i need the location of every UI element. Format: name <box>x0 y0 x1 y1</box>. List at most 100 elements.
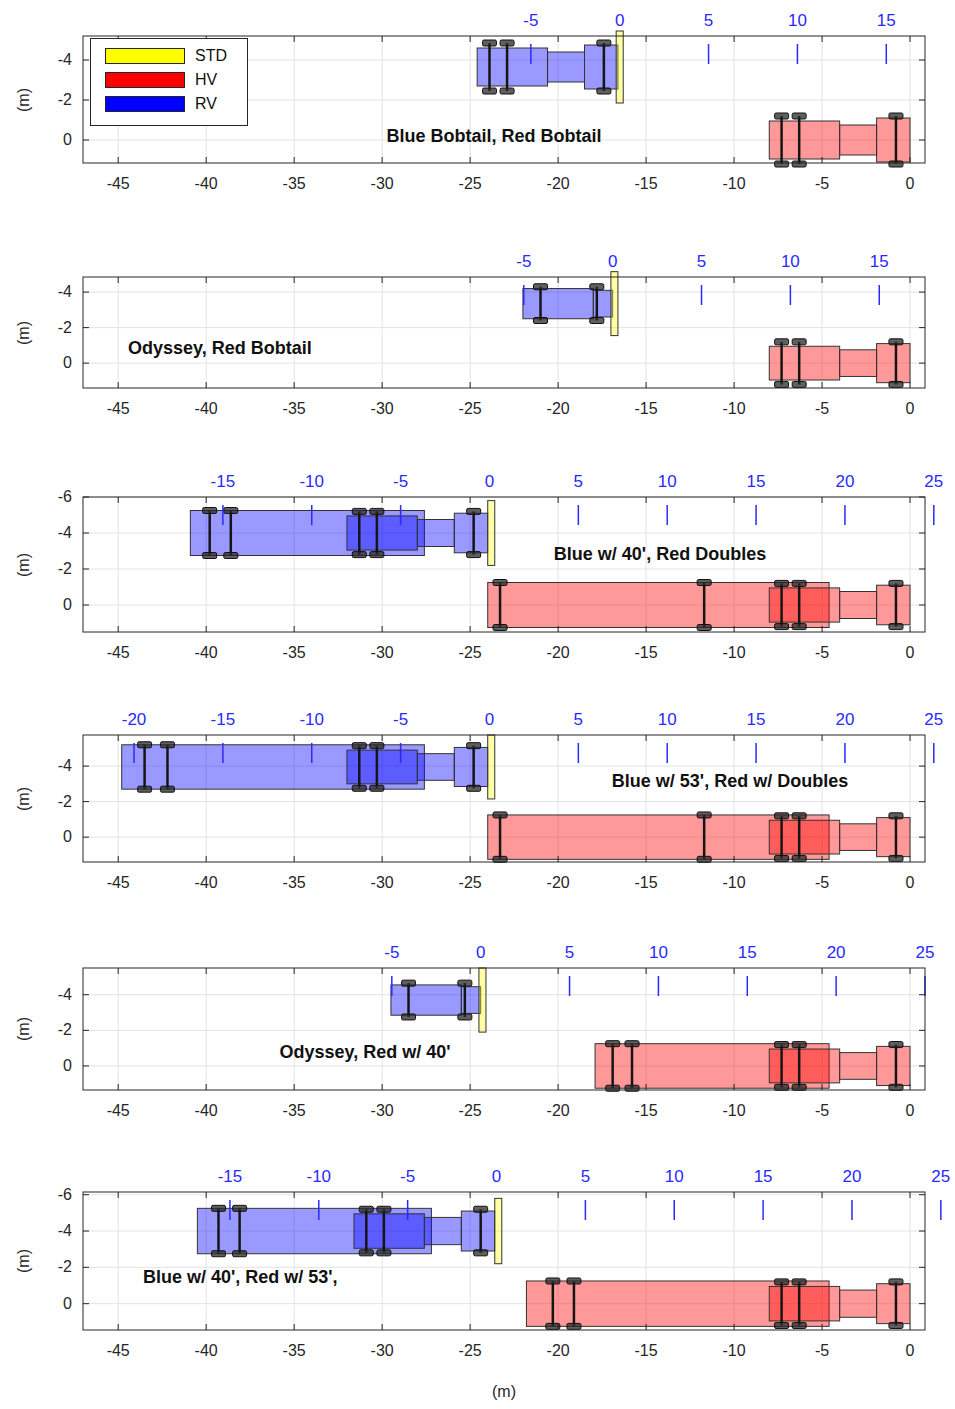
y-tick <box>83 497 89 498</box>
x-tick <box>734 36 735 42</box>
wheel <box>889 339 903 345</box>
wheel <box>474 1250 488 1256</box>
station-tick <box>318 1200 320 1220</box>
station-tick <box>878 285 880 305</box>
y-tick <box>83 766 89 767</box>
y-tick <box>919 1267 925 1268</box>
station-label: -5 <box>393 711 408 730</box>
station-label: 15 <box>738 944 757 963</box>
wheel <box>697 856 711 862</box>
wheel <box>775 1042 789 1048</box>
station-label: -5 <box>400 1168 415 1187</box>
y-tick-label: -4 <box>58 986 72 1004</box>
x-tick <box>822 1324 823 1330</box>
y-tick <box>919 1194 925 1195</box>
x-tick <box>558 382 559 388</box>
station-tick <box>755 505 757 525</box>
grid-line <box>83 569 925 570</box>
panel-4 <box>83 968 925 1091</box>
x-tick-label: -10 <box>723 175 746 193</box>
x-tick-label: -45 <box>107 644 130 662</box>
y-tick <box>83 1030 89 1031</box>
x-tick-label: -40 <box>195 874 218 892</box>
wheel <box>775 624 789 630</box>
y-tick <box>919 801 925 802</box>
panel-title: Odyssey, Red Bobtail <box>128 339 312 359</box>
wheel <box>775 1084 789 1090</box>
x-tick <box>646 497 647 503</box>
y-tick <box>83 60 89 61</box>
x-tick <box>822 1084 823 1090</box>
x-tick <box>294 856 295 862</box>
wheel <box>792 1042 806 1048</box>
station-label: 10 <box>665 1168 684 1187</box>
axis-label: (m) <box>15 88 33 112</box>
x-tick-label: -20 <box>547 1342 570 1360</box>
x-tick-label: -5 <box>815 874 829 892</box>
y-tick <box>919 1231 925 1232</box>
station-label: 10 <box>781 253 800 272</box>
axle <box>376 511 379 554</box>
wheel <box>792 161 806 167</box>
axes-background <box>83 735 925 862</box>
axle <box>499 815 502 859</box>
x-tick <box>382 856 383 862</box>
tractor-hood <box>840 1290 877 1317</box>
grid-line <box>118 497 119 632</box>
vehicles <box>197 1198 910 1329</box>
axle <box>611 1044 614 1089</box>
axle <box>780 816 783 859</box>
y-tick <box>83 1194 89 1195</box>
x-tick <box>470 1084 471 1090</box>
vehicles <box>477 31 910 167</box>
x-tick <box>558 735 559 741</box>
station-label: 0 <box>485 711 494 730</box>
x-tick-label: -15 <box>635 874 658 892</box>
wheel <box>697 580 711 586</box>
axle <box>376 746 379 789</box>
axle <box>539 287 542 321</box>
wheel <box>792 339 806 345</box>
station-label: 15 <box>877 12 896 31</box>
x-tick <box>118 497 119 503</box>
x-tick <box>294 1084 295 1090</box>
tractor-cab <box>454 747 487 786</box>
wheel <box>359 1250 373 1256</box>
x-tick <box>822 497 823 503</box>
x-tick <box>822 157 823 163</box>
x-tick <box>822 856 823 862</box>
station-label: 0 <box>492 1168 501 1187</box>
wheel <box>233 1251 247 1257</box>
tractor-hood <box>840 125 877 155</box>
wheel <box>203 508 217 514</box>
x-tick-label: -15 <box>635 1342 658 1360</box>
y-tick <box>919 766 925 767</box>
x-tick-label: -45 <box>107 1102 130 1120</box>
x-tick <box>294 1324 295 1330</box>
x-tick <box>294 735 295 741</box>
tractor-cab <box>877 818 910 857</box>
trailer-body <box>197 1208 431 1253</box>
x-tick <box>646 1084 647 1090</box>
axis-label: (m) <box>15 321 33 345</box>
x-tick <box>646 277 647 283</box>
x-tick <box>734 497 735 503</box>
panel-title: Blue Bobtail, Red Bobtail <box>386 127 601 147</box>
x-tick-label: -10 <box>723 1102 746 1120</box>
x-tick <box>294 382 295 388</box>
x-tick <box>294 968 295 974</box>
y-tick-label: -4 <box>58 524 72 542</box>
wheel <box>233 1205 247 1211</box>
axle <box>780 116 783 164</box>
wheel <box>370 743 384 749</box>
x-tick <box>470 626 471 632</box>
station-label: -5 <box>523 12 538 31</box>
station-tick <box>933 743 935 763</box>
x-tick <box>646 1192 647 1198</box>
x-tick-label: -20 <box>547 400 570 418</box>
panel-0 <box>83 31 925 167</box>
grid <box>83 735 925 862</box>
x-tick <box>910 626 911 632</box>
van-body <box>391 985 461 1015</box>
y-tick-label: -6 <box>58 1186 72 1204</box>
